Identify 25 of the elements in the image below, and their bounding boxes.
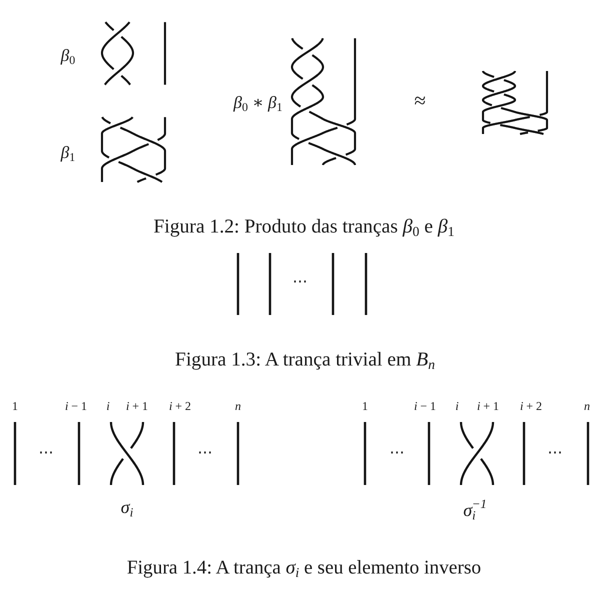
ellipsis: ⋯ — [292, 273, 308, 291]
strand-index: i + 2 — [168, 398, 192, 414]
braid-label: β$_{1}$ — [60, 142, 76, 164]
figure-caption: Figura 1.2: Produto das tranças β$_{0}$ e β$_{1}$ — [154, 215, 454, 239]
ellipsis: ⋯ — [38, 444, 54, 462]
strand-index: i — [455, 398, 459, 414]
braid-label: β$_{0}$ — [60, 46, 76, 66]
strand-index: i + 2 — [520, 398, 542, 414]
ellipsis: ⋯ — [548, 444, 562, 462]
figure-caption: Figura 1.3: A trança trivial em B$_{n}$ — [175, 348, 435, 372]
strand-index: i − 1 — [414, 398, 436, 414]
strand-index: n — [584, 398, 590, 414]
ellipsis: ⋯ — [198, 444, 212, 462]
strand-index: 1 — [12, 398, 18, 414]
generator-label: σ$_{i}$ — [120, 497, 134, 519]
strand-index: i − 1 — [64, 398, 88, 414]
strand-index: i + 1 — [126, 398, 148, 414]
product-label: β$_{0}$ ∗ β$_{1}$ — [234, 92, 282, 114]
strand-index: 1 — [362, 398, 368, 414]
ellipsis: ⋯ — [390, 444, 404, 462]
strand-index: n — [235, 398, 241, 414]
figure-caption: Figura 1.4: A trança σ$_{i}$ e seu elemento inverso — [126, 556, 482, 580]
strand-index: i — [106, 398, 110, 414]
strand-index: i + 1 — [476, 398, 500, 414]
equivalence-sign: ≈ — [414, 88, 426, 114]
